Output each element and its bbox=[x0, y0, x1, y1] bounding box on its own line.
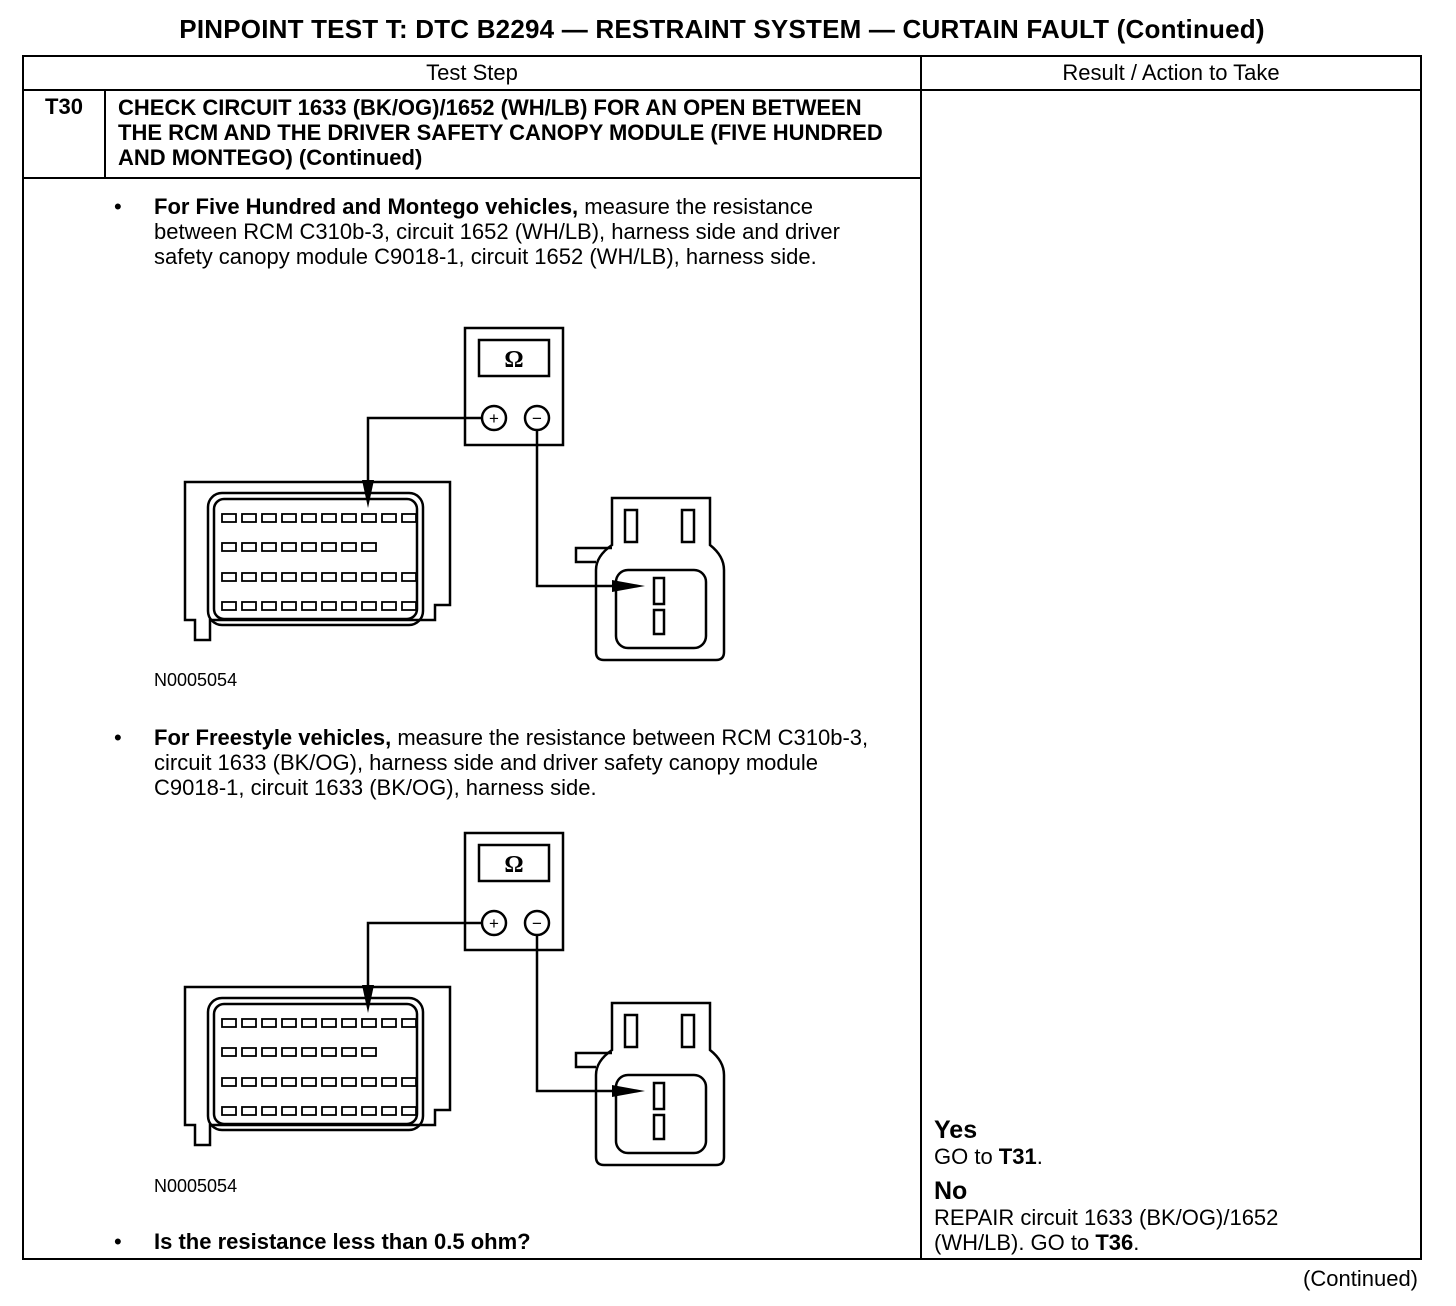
instruction-vehicle: For Five Hundred and Montego vehicles, bbox=[154, 194, 579, 219]
instruction-vehicle: For Freestyle vehicles, bbox=[154, 725, 392, 750]
page-title: PINPOINT TEST T: DTC B2294 — RESTRAINT S… bbox=[179, 14, 1265, 44]
test-table bbox=[22, 55, 1422, 1260]
plus-terminal: + bbox=[489, 409, 499, 428]
plus-terminal: + bbox=[489, 914, 499, 933]
result-yes-label: Yes bbox=[934, 1116, 978, 1144]
column-header-test-step: Test Step bbox=[426, 60, 518, 85]
continued-footer: (Continued) bbox=[1303, 1266, 1418, 1291]
instruction-freestyle: For Freestyle vehicles, measure the resi… bbox=[154, 725, 894, 800]
instruction-text: measure the resistance between RCM C310b… bbox=[154, 194, 840, 269]
result-yes-action: GO to T31. bbox=[934, 1144, 1394, 1169]
result-yes-period: . bbox=[1036, 1144, 1043, 1169]
step-title: CHECK CIRCUIT 1633 (BK/OG)/1652 (WH/LB) … bbox=[118, 95, 883, 170]
minus-terminal: − bbox=[532, 914, 542, 933]
result-no-period: . bbox=[1133, 1230, 1140, 1255]
step-id: T30 bbox=[45, 94, 83, 119]
figure-id: N0005054 bbox=[154, 1176, 238, 1196]
resistance-diagram: Ω + − bbox=[183, 326, 726, 662]
column-header-result: Result / Action to Take bbox=[1062, 60, 1280, 85]
figure-id: N0005054 bbox=[154, 670, 238, 690]
instruction-five-hundred: For Five Hundred and Montego vehicles, m… bbox=[154, 194, 894, 269]
ohm-symbol: Ω bbox=[504, 347, 523, 373]
instruction-question: Is the resistance less than 0.5 ohm? bbox=[154, 1229, 894, 1254]
minus-terminal: − bbox=[532, 409, 542, 428]
result-yes-target: T31 bbox=[998, 1144, 1037, 1169]
result-no-action: REPAIR circuit 1633 (BK/OG)/1652 (WH/LB)… bbox=[934, 1205, 1354, 1255]
column-divider bbox=[920, 55, 922, 1260]
result-no-target: T36 bbox=[1095, 1230, 1134, 1255]
ohm-symbol: Ω bbox=[504, 852, 523, 878]
result-yes-text: GO to bbox=[934, 1144, 999, 1169]
bullet-marker: • bbox=[114, 1229, 122, 1254]
bullet-marker: • bbox=[114, 725, 122, 750]
header-divider bbox=[22, 89, 1422, 91]
step-id-divider bbox=[104, 89, 106, 179]
instruction-text: measure the resistance between RCM C310b… bbox=[154, 725, 869, 800]
bullet-marker: • bbox=[114, 194, 122, 219]
resistance-diagram: Ω + − bbox=[183, 831, 726, 1167]
step-title-divider bbox=[22, 177, 922, 179]
question-text: Is the resistance less than 0.5 ohm? bbox=[154, 1229, 531, 1254]
result-no-text: REPAIR circuit 1633 (BK/OG)/1652 (WH/LB)… bbox=[934, 1205, 1279, 1255]
result-no-label: No bbox=[934, 1177, 968, 1205]
